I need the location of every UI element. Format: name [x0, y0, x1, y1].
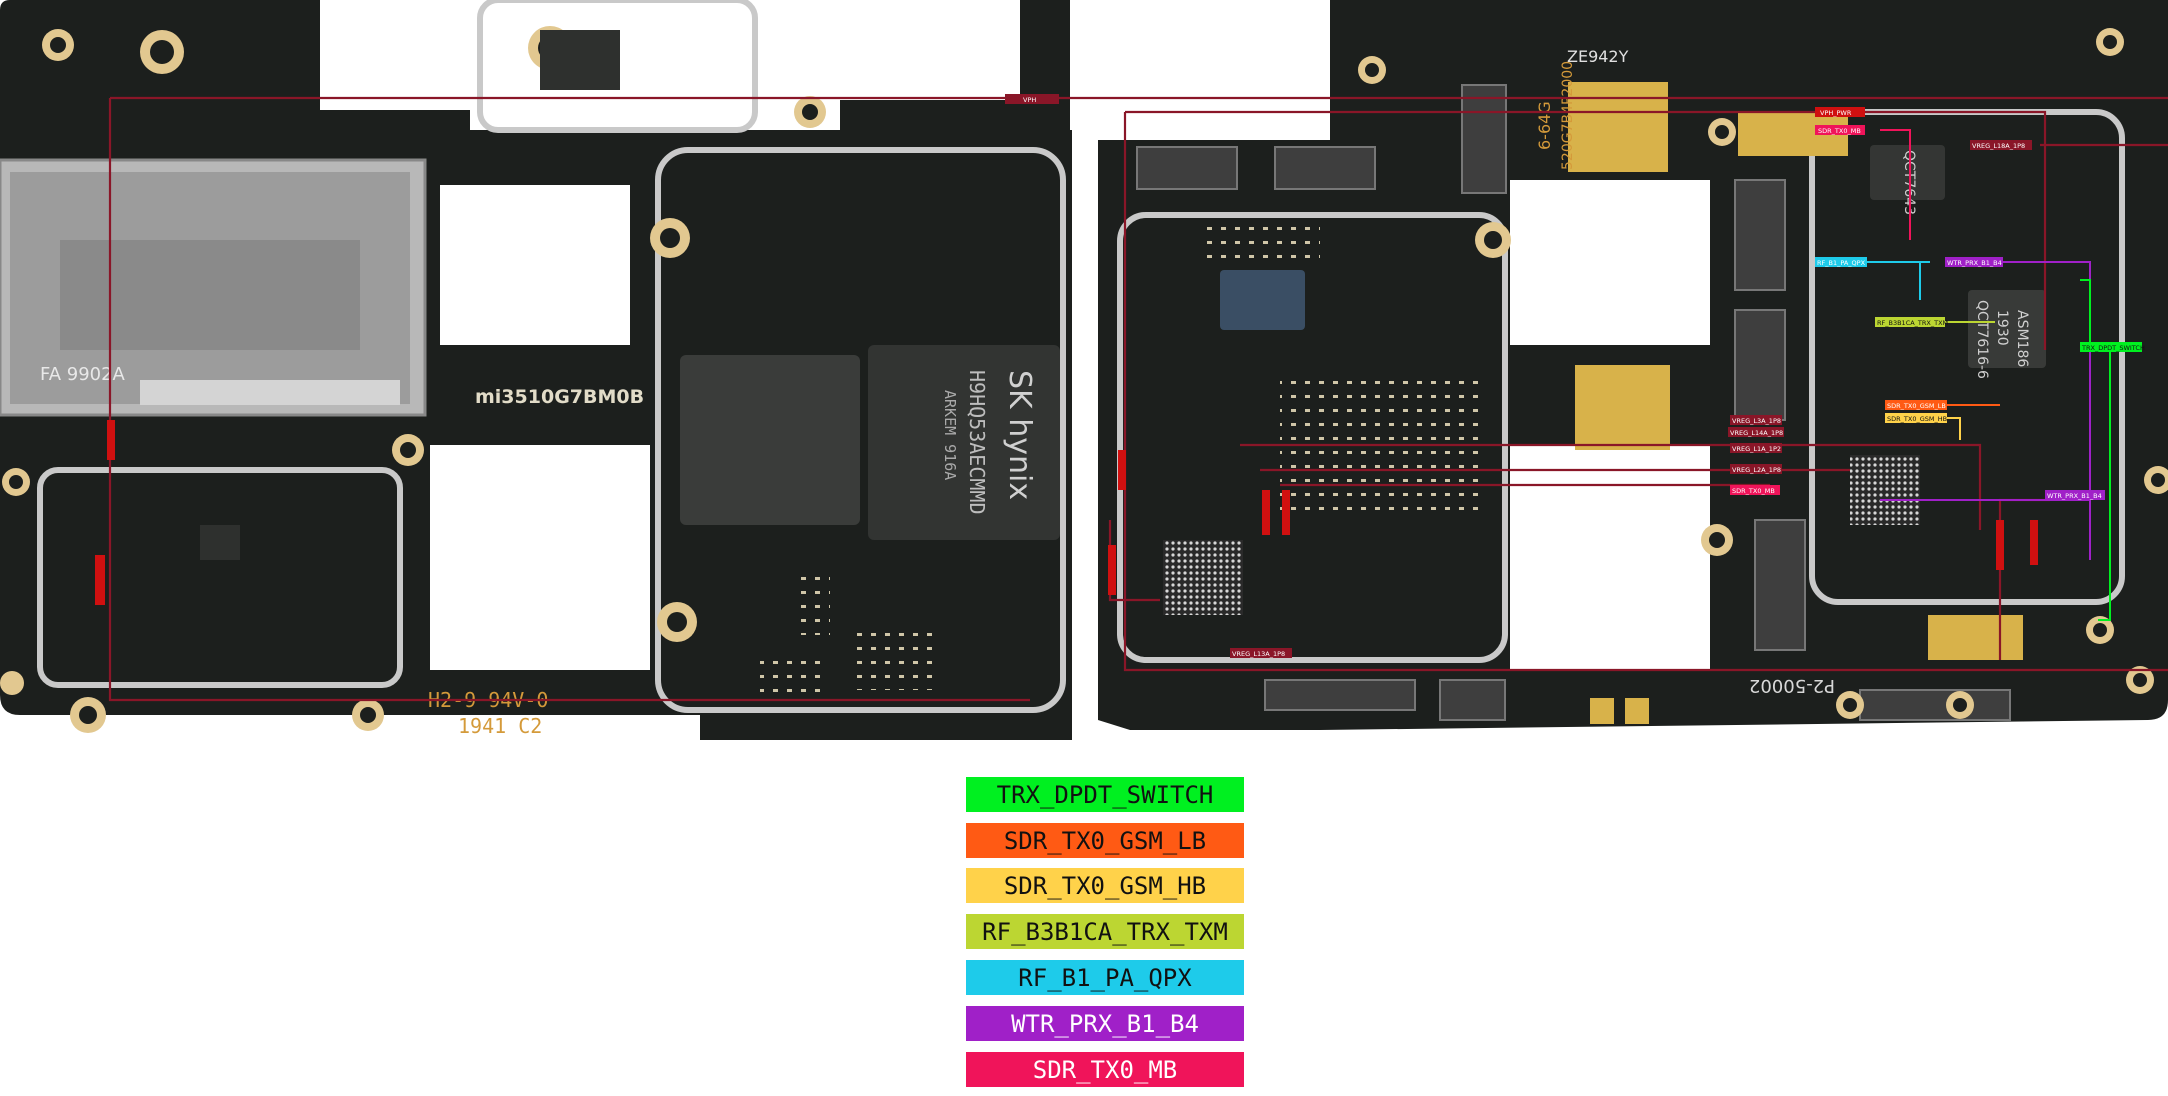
tag-vreg-l2a: VREG_L2A_1P8 — [1732, 466, 1781, 474]
left-bottom-line2: 1941 C2 — [458, 714, 542, 738]
legend-sdr-tx0-gsm-hb: SDR_TX0_GSM_HB — [966, 868, 1244, 903]
right-bottom-marking: P2-50002 — [1749, 675, 1835, 696]
right-chip-label4: ASM186 — [2014, 310, 2030, 367]
legend-wtr-prx-b1-b4: WTR_PRX_B1_B4 — [966, 1006, 1244, 1041]
left-marking: mi3510G7BM0B — [475, 386, 644, 408]
test-point-markers — [95, 420, 2038, 605]
legend-label: RF_B1_PA_QPX — [1018, 963, 1192, 992]
legend-trx-dpdt-switch: TRX_DPDT_SWITCH — [966, 777, 1244, 812]
legend-label: SDR_TX0_MB — [1032, 1055, 1178, 1084]
bga-chip-1 — [1163, 540, 1243, 615]
tag-wtr-prx-b1-b4: WTR_PRX_B1_B4 — [1947, 259, 2002, 267]
sim-tray — [0, 158, 427, 417]
soc-chip — [680, 355, 860, 525]
tag-vreg-l1a: VREG_L1A_1P2 — [1732, 445, 1781, 453]
right-chip-label3: 1930 — [1994, 310, 2010, 346]
tag-vreg-l13a: VREG_L13A_1P8 — [1232, 650, 1285, 658]
tag-wtr-prx-right: WTR_PRX_B1_B4 — [2047, 492, 2102, 500]
memory-brand: SK hynix — [1002, 370, 1037, 500]
legend-label: TRX_DPDT_SWITCH — [996, 780, 1214, 809]
legend-label: WTR_PRX_B1_B4 — [1011, 1009, 1199, 1038]
legend-sdr-tx0-mb: SDR_TX0_MB — [966, 1052, 1244, 1087]
legend-label: RF_B3B1CA_TRX_TXM — [982, 917, 1228, 946]
bga-chip-2 — [1850, 455, 1920, 525]
memory-chip — [868, 345, 1060, 540]
tag-gsm-lb: SDR_TX0_GSM_LB — [1887, 402, 1946, 410]
tag-vph-pwr: VPH_PWR — [1820, 109, 1852, 117]
tag-rf-b1-pa-qpx: RF_B1_PA_QPX — [1817, 259, 1866, 267]
legend-rf-b1-pa-qpx: RF_B1_PA_QPX — [966, 960, 1244, 995]
right-chip-label2: QCT7616-6 — [1974, 300, 1990, 379]
trace-tags: VPH VPH_PWR SDR_TX0_MB VREG_L18A_1P8 RF_… — [1005, 94, 2145, 658]
memory-line3: ARKEM 916A — [941, 390, 959, 480]
tag-rf-b3b1ca: RF_B3B1CA_TRX_TXM — [1877, 319, 1948, 327]
tag-sdr-tx0-mb-low: SDR_TX0_MB — [1732, 487, 1775, 495]
memory-part: H9HQ53AECMMD — [965, 370, 989, 515]
transceiver-chip — [1968, 290, 2046, 368]
right-top-marking: ZE942Y — [1567, 47, 1629, 66]
vph-traces — [108, 96, 2168, 702]
legend-label: SDR_TX0_GSM_HB — [1003, 871, 1207, 900]
rf-chip — [1220, 270, 1305, 330]
legend-sdr-tx0-gsm-lb: SDR_TX0_GSM_LB — [966, 823, 1244, 858]
tag-vreg-l14a: VREG_L14A_1P8 — [1730, 429, 1783, 437]
legend-label: SDR_TX0_GSM_LB — [1003, 826, 1207, 855]
tag-sdr-tx0-mb: SDR_TX0_MB — [1818, 127, 1861, 135]
right-part-marking2: 520G7B4P2000 — [1560, 61, 1576, 170]
tag-trx-dpdt: TRX_DPDT_SWITCH — [2081, 344, 2145, 352]
tag-gsm-hb: SDR_TX0_GSM_HB — [1887, 415, 1947, 423]
sim-tray-marking: FA 9902A — [40, 364, 126, 385]
tag-vreg-l18a: VREG_L18A_1P8 — [1972, 142, 2025, 150]
tag-vreg-l3a: VREG_L3A_1P8 — [1732, 417, 1781, 425]
right-part-marking: 6-64G — [1535, 101, 1554, 150]
tag-vph: VPH — [1023, 96, 1036, 104]
legend-rf-b3b1ca-trx-txm: RF_B3B1CA_TRX_TXM — [966, 914, 1244, 949]
